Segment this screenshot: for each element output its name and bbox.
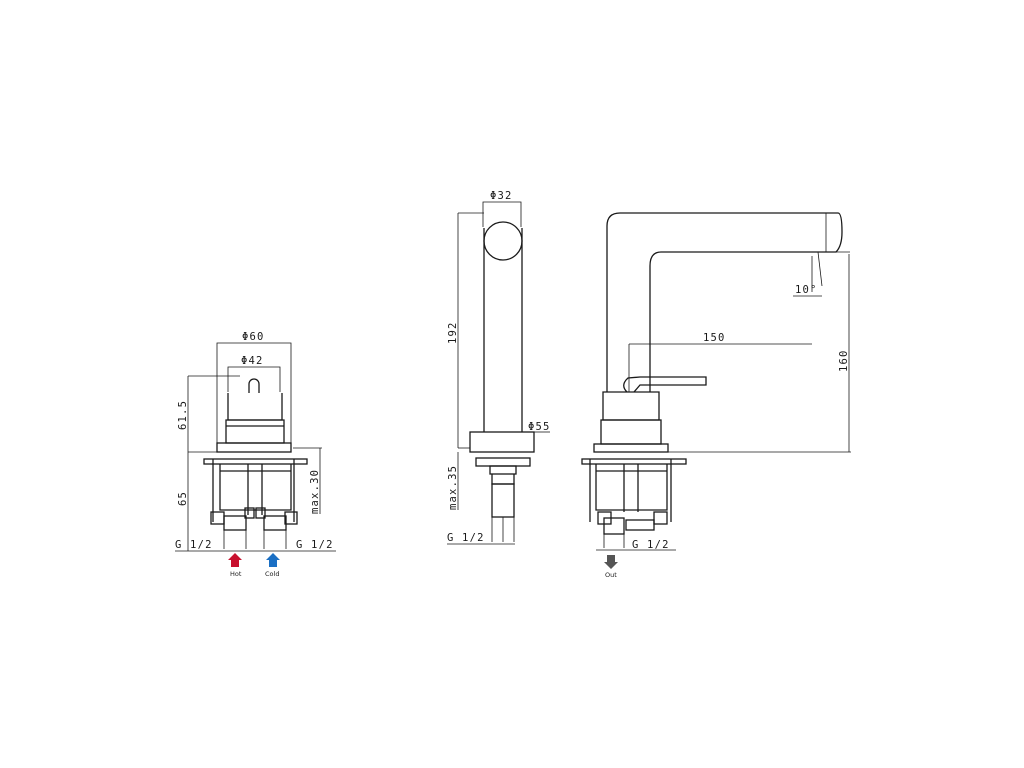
dim-reach-150: 150 bbox=[703, 332, 726, 344]
thread-label-left: G 1/2 bbox=[175, 539, 213, 551]
dim-height-61-5: 61.5 bbox=[177, 400, 189, 430]
dim-height-160: 160 bbox=[838, 349, 850, 372]
out-arrow-icon bbox=[604, 555, 618, 569]
thread-label-right: G 1/2 bbox=[296, 539, 334, 551]
dim-height-192: 192 bbox=[447, 321, 459, 344]
out-label: Out bbox=[605, 571, 617, 579]
thread-label-middle: G 1/2 bbox=[447, 532, 485, 544]
dim-height-65: 65 bbox=[177, 491, 189, 506]
hot-arrow-icon bbox=[228, 553, 242, 567]
spout-body bbox=[606, 212, 843, 392]
left-view: Φ60 Φ42 61.5 65 max bbox=[175, 331, 336, 578]
right-view: 10° 150 160 G 1/2 Out bbox=[581, 212, 851, 579]
dim-diameter-60: Φ60 bbox=[242, 331, 265, 343]
middle-view: Φ32 Φ55 192 max.35 G 1/2 bbox=[447, 190, 551, 545]
mixer-lever bbox=[623, 376, 707, 393]
dim-diameter-32: Φ32 bbox=[490, 190, 513, 202]
deck-plate bbox=[216, 442, 292, 453]
deck-line bbox=[203, 458, 308, 465]
dim-diameter-55: Φ55 bbox=[528, 421, 551, 433]
hot-label: Hot bbox=[230, 570, 242, 578]
dim-max-30: max.30 bbox=[309, 469, 321, 514]
thread-label-right-view: G 1/2 bbox=[632, 539, 670, 551]
cold-arrow-icon bbox=[266, 553, 280, 567]
dim-diameter-42: Φ42 bbox=[241, 355, 264, 367]
cold-label: Cold bbox=[265, 570, 279, 578]
dim-max-35: max.35 bbox=[447, 465, 459, 510]
dim-angle-10: 10° bbox=[795, 284, 818, 296]
spout-circle bbox=[483, 221, 523, 261]
